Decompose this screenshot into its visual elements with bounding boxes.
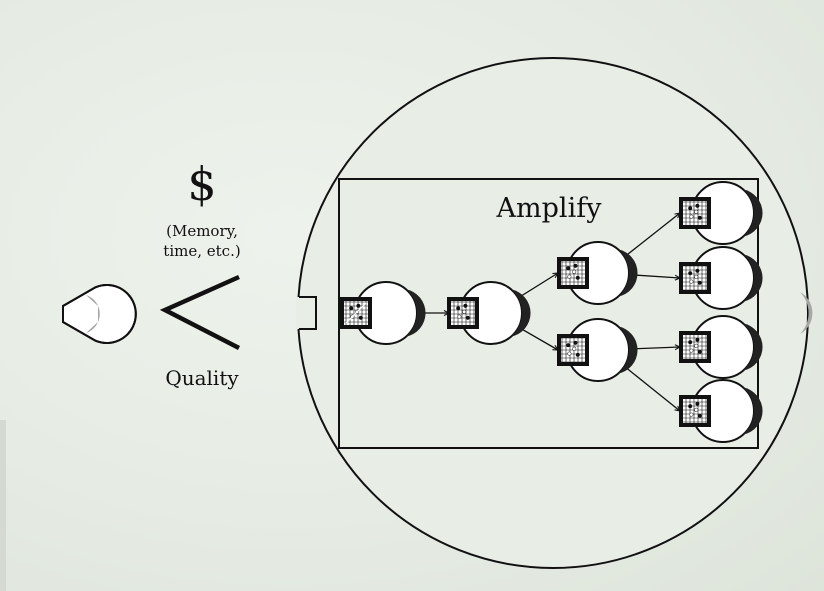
go-stone [456,306,461,311]
capacity-crescent [617,326,638,374]
go-stone [695,203,700,208]
go-stone [689,214,694,219]
go-stone [688,271,693,276]
less-than-sign [159,274,241,351]
go-stone [463,303,468,308]
go-stone [689,279,694,284]
go-stone [457,314,462,319]
capacity-crescent [405,289,426,337]
go-stone [572,269,577,274]
agent-node [340,281,426,345]
capacity-crescent [617,249,638,297]
capacity-crescent [742,254,763,302]
agent-node [557,241,638,305]
go-stone [694,274,699,279]
capacity-sliver [800,292,813,334]
go-stone [567,351,572,356]
small-agent-icon [62,284,137,344]
go-stone [566,343,571,348]
capacity-crescent [742,323,763,371]
go-board-highlight [345,302,367,324]
agent-node [447,281,531,345]
go-stone [694,407,699,412]
go-stone [697,280,702,285]
agent-node [679,379,763,443]
go-stone [697,413,702,418]
go-stone [694,209,699,214]
go-stone [688,206,693,211]
agent-node [679,181,763,245]
go-stone [695,401,700,406]
go-stone [462,309,467,314]
go-stone [575,275,580,280]
go-stone [573,340,578,345]
dollar-sign: $ [187,157,216,211]
capacity-crescent [742,387,763,435]
quality-label: Quality [165,366,239,390]
amplify-box [338,178,759,449]
capacity-crescent [742,189,763,237]
go-stone [695,337,700,342]
go-stone [349,306,354,311]
cost-note-line2: time, etc.) [163,242,240,260]
go-stone [688,404,693,409]
go-stone [689,348,694,353]
go-stone [356,303,361,308]
go-stone [567,274,572,279]
go-stone [575,352,580,357]
go-stone [694,343,699,348]
cost-note-line1: (Memory, [166,222,238,240]
edge-shadow [0,420,6,591]
go-stone [688,340,693,345]
go-stone [689,412,694,417]
go-stone [697,215,702,220]
agent-node [557,318,638,382]
go-stone [566,266,571,271]
capacity-crescent [510,289,531,337]
go-stone [573,263,578,268]
agent-node [679,246,763,310]
agent-node [679,315,763,379]
tree-nodes [340,181,763,443]
go-stone [697,349,702,354]
go-stone [695,268,700,273]
amplify-title: Amplify [496,193,603,224]
go-stone [572,346,577,351]
big-agent-circle [296,57,809,569]
go-stone [465,315,470,320]
go-stone [358,315,363,320]
